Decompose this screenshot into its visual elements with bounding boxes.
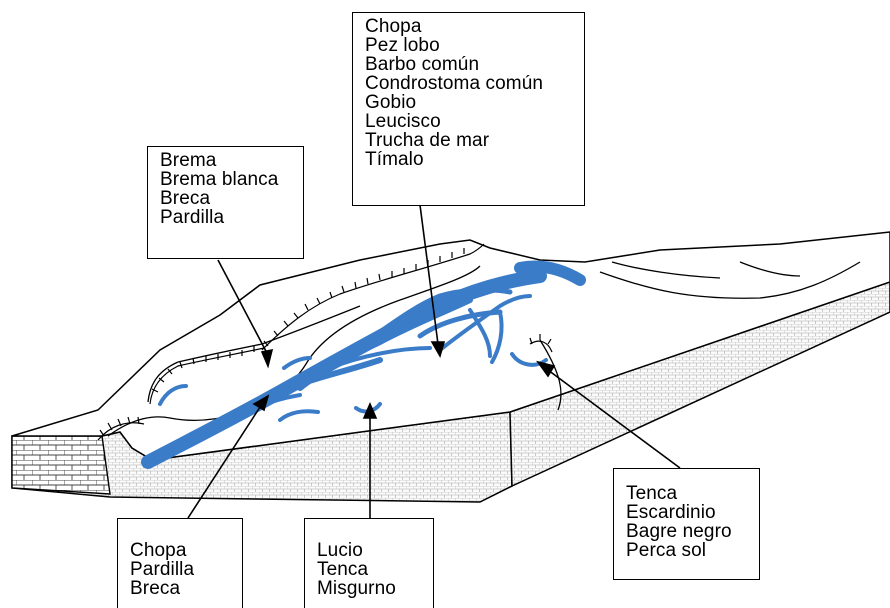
species-name: Misgurno bbox=[317, 579, 423, 598]
species-name: Chopa bbox=[365, 17, 574, 36]
species-box-lower-channel: Chopa Pardilla Breca bbox=[117, 518, 243, 608]
species-name: Tímalo bbox=[365, 150, 574, 169]
species-name: Breca bbox=[160, 189, 293, 208]
species-name: Leucisco bbox=[365, 112, 574, 131]
species-name: Brema bbox=[160, 151, 293, 170]
species-box-upper-reach: Chopa Pez lobo Barbo común Condrostoma c… bbox=[352, 12, 585, 206]
species-name: Trucha de mar bbox=[365, 131, 574, 150]
species-name: Brema blanca bbox=[160, 170, 293, 189]
species-name: Breca bbox=[130, 579, 232, 598]
brick-layer bbox=[12, 436, 110, 494]
species-name: Gobio bbox=[365, 93, 574, 112]
species-name: Perca sol bbox=[626, 541, 749, 560]
species-name: Condrostoma común bbox=[365, 74, 574, 93]
species-name: Pardilla bbox=[160, 208, 293, 227]
species-box-oxbow-pond: Tenca Escardinio Bagre negro Perca sol bbox=[613, 468, 760, 580]
species-name: Tenca bbox=[626, 484, 749, 503]
species-name: Tenca bbox=[317, 560, 423, 579]
species-name: Pardilla bbox=[130, 560, 232, 579]
species-name: Escardinio bbox=[626, 503, 749, 522]
species-box-backwater: Lucio Tenca Misgurno bbox=[304, 518, 434, 608]
species-name: Lucio bbox=[317, 541, 423, 560]
species-box-left-margin: Brema Brema blanca Breca Pardilla bbox=[147, 146, 304, 259]
species-name: Chopa bbox=[130, 541, 232, 560]
species-name: Bagre negro bbox=[626, 522, 749, 541]
species-name: Barbo común bbox=[365, 55, 574, 74]
species-name: Pez lobo bbox=[365, 36, 574, 55]
